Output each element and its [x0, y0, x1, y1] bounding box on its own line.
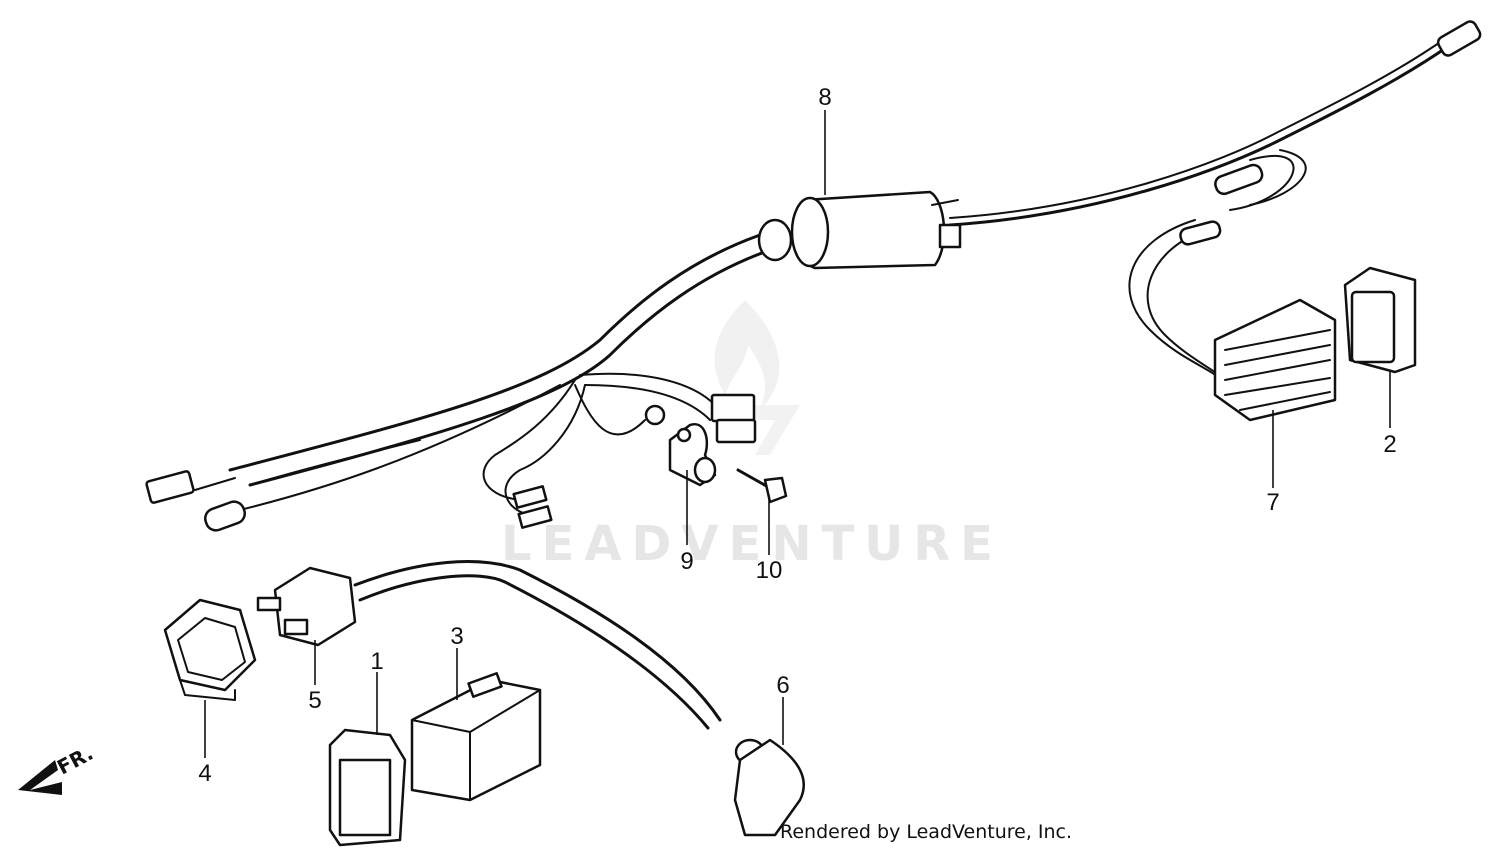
callout-7: 7 — [1266, 489, 1279, 516]
callout-10: 10 — [756, 557, 783, 584]
callout-9: 9 — [680, 548, 693, 575]
cdi-boot — [328, 728, 407, 847]
front-direction-arrow — [18, 760, 62, 795]
callout-6: 6 — [776, 672, 789, 699]
callout-8: 8 — [818, 84, 831, 111]
rubber-boot — [1343, 266, 1417, 374]
coil-boot — [163, 598, 257, 701]
ignition-coil — [256, 560, 722, 730]
watermark-text: LEADVENTURE — [501, 516, 1003, 572]
callout-5: 5 — [308, 687, 321, 714]
bolt — [736, 468, 788, 504]
callout-4: 4 — [198, 760, 211, 787]
callout-1: 1 — [370, 648, 383, 675]
wire-harness — [145, 20, 1482, 532]
render-credit: Rendered by LeadVenture, Inc. — [780, 821, 1072, 843]
direction-label: FR. — [53, 741, 97, 780]
cdi-unit — [410, 672, 542, 802]
callout-2: 2 — [1383, 431, 1396, 458]
spark-plug-cap — [733, 738, 805, 837]
regulator-rectifier — [1128, 149, 1337, 422]
clamp-bracket — [668, 423, 717, 487]
callout-3: 3 — [450, 623, 463, 650]
